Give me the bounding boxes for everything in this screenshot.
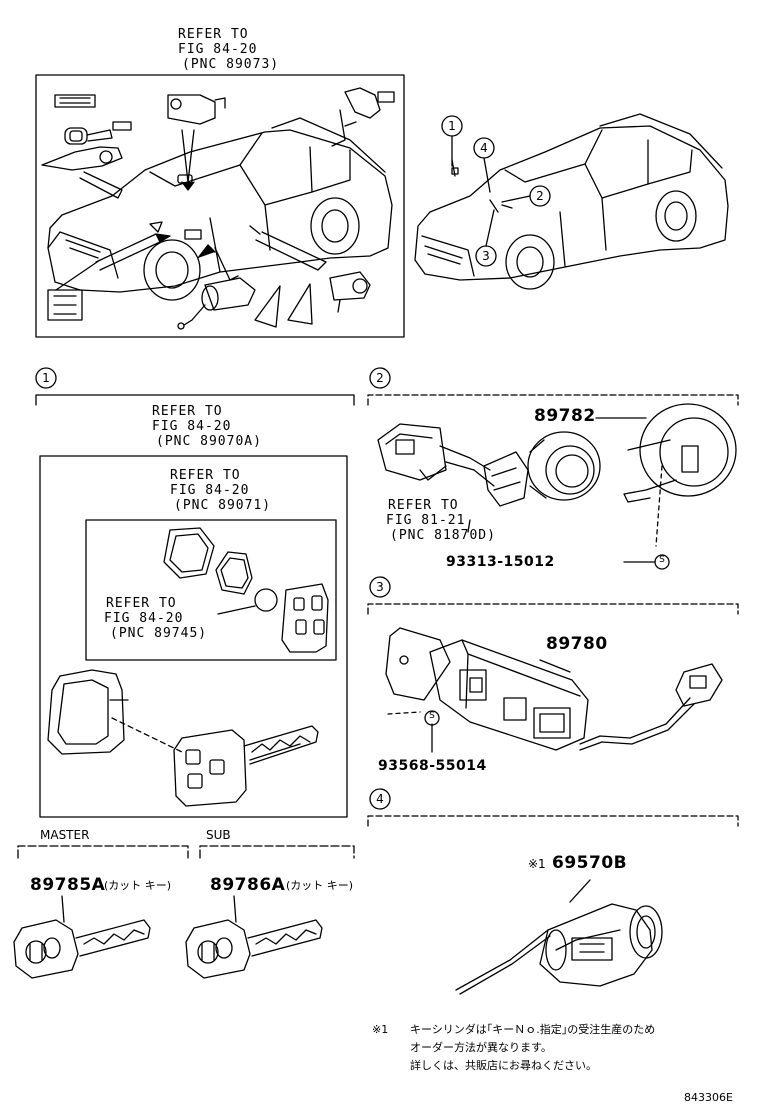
section2-circle <box>369 367 391 389</box>
s2-part-number: 89782 <box>534 406 596 426</box>
s2-screw-number: 93313-15012 <box>446 554 555 570</box>
s2-ref-line2: FIG 81-21 <box>386 513 466 528</box>
callout-4: 4 <box>480 141 488 155</box>
section1-number: 1 <box>42 371 50 385</box>
s4-part-number: 69570B <box>552 853 628 873</box>
s2-ref-line3: (PNC 81870D) <box>390 528 496 543</box>
callout-1: 1 <box>448 119 456 133</box>
master-part-note: (カット キー) <box>104 879 172 892</box>
section1-key-parts <box>47 527 329 807</box>
section1-inner-box <box>85 519 337 661</box>
section2-number: 2 <box>376 371 384 385</box>
s1-ref-b-line2: FIG 84-20 <box>170 483 250 498</box>
section1-bracket <box>35 394 355 406</box>
s1-ref-c-line3: (PNC 89745) <box>110 626 208 641</box>
section4-circle <box>369 788 391 810</box>
master-key-drawing <box>13 895 151 979</box>
footnote-mark: ※1 <box>372 1023 389 1036</box>
section4-bracket <box>367 815 739 827</box>
master-part-number: 89785A <box>30 875 106 895</box>
s2-screw-mark: S <box>659 555 665 565</box>
s1-ref-b-line1: REFER TO <box>170 468 241 483</box>
s1-ref-c-line1: REFER TO <box>106 596 177 611</box>
footnote-line1: キーシリンダは｢キーＮｏ.指定｣の受注生産のため <box>410 1023 656 1036</box>
car-right-outline <box>414 113 729 290</box>
section1-circle <box>35 367 57 389</box>
sub-label: SUB <box>206 828 231 842</box>
sub-bracket <box>199 845 355 859</box>
s2-ref-line1: REFER TO <box>388 498 459 513</box>
sub-part-note: (カット キー) <box>286 879 354 892</box>
top-left-frame <box>35 74 405 338</box>
section4-key-cylinder <box>455 879 663 995</box>
top-ref-line3: (PNC 89073) <box>182 57 280 72</box>
section4-number: 4 <box>376 792 384 806</box>
s1-ref-a-line2: FIG 84-20 <box>152 419 232 434</box>
section3-circle <box>369 576 391 598</box>
s3-part-number: 89780 <box>546 634 608 654</box>
callout-3: 3 <box>482 249 490 263</box>
figure-code: 843306E <box>684 1091 733 1104</box>
footnote-line2: オーダー方法が異なります。 <box>410 1041 552 1054</box>
s3-screw-number: 93568-55014 <box>378 758 487 774</box>
car-left-outline <box>47 117 393 301</box>
section2-parts <box>377 403 737 570</box>
footnote-line3: 詳しくは、共販店にお尋ねください。 <box>410 1059 597 1072</box>
top-ref-line1: REFER TO <box>178 27 249 42</box>
callout-2: 2 <box>536 189 544 203</box>
master-bracket <box>17 845 189 859</box>
section1-outer-box <box>39 455 348 818</box>
section3-parts <box>385 627 723 753</box>
section3-number: 3 <box>376 580 384 594</box>
s1-ref-c-line2: FIG 84-20 <box>104 611 184 626</box>
section3-bracket <box>367 603 739 615</box>
car-callout-leaders <box>441 115 551 267</box>
top-ref-line2: FIG 84-20 <box>178 42 258 57</box>
frame-small-parts <box>41 87 395 330</box>
section2-bracket <box>367 394 739 406</box>
frame-arrows <box>55 129 327 291</box>
s4-part-prefix: ※1 <box>528 857 546 871</box>
sub-part-number: 89786A <box>210 875 286 895</box>
s1-ref-b-line3: (PNC 89071) <box>174 498 272 513</box>
s1-ref-a-line1: REFER TO <box>152 404 223 419</box>
sub-key-drawing <box>185 895 323 979</box>
master-label: MASTER <box>40 828 90 842</box>
s1-ref-a-line3: (PNC 89070A) <box>156 434 262 449</box>
s3-screw-mark: S <box>429 711 435 721</box>
